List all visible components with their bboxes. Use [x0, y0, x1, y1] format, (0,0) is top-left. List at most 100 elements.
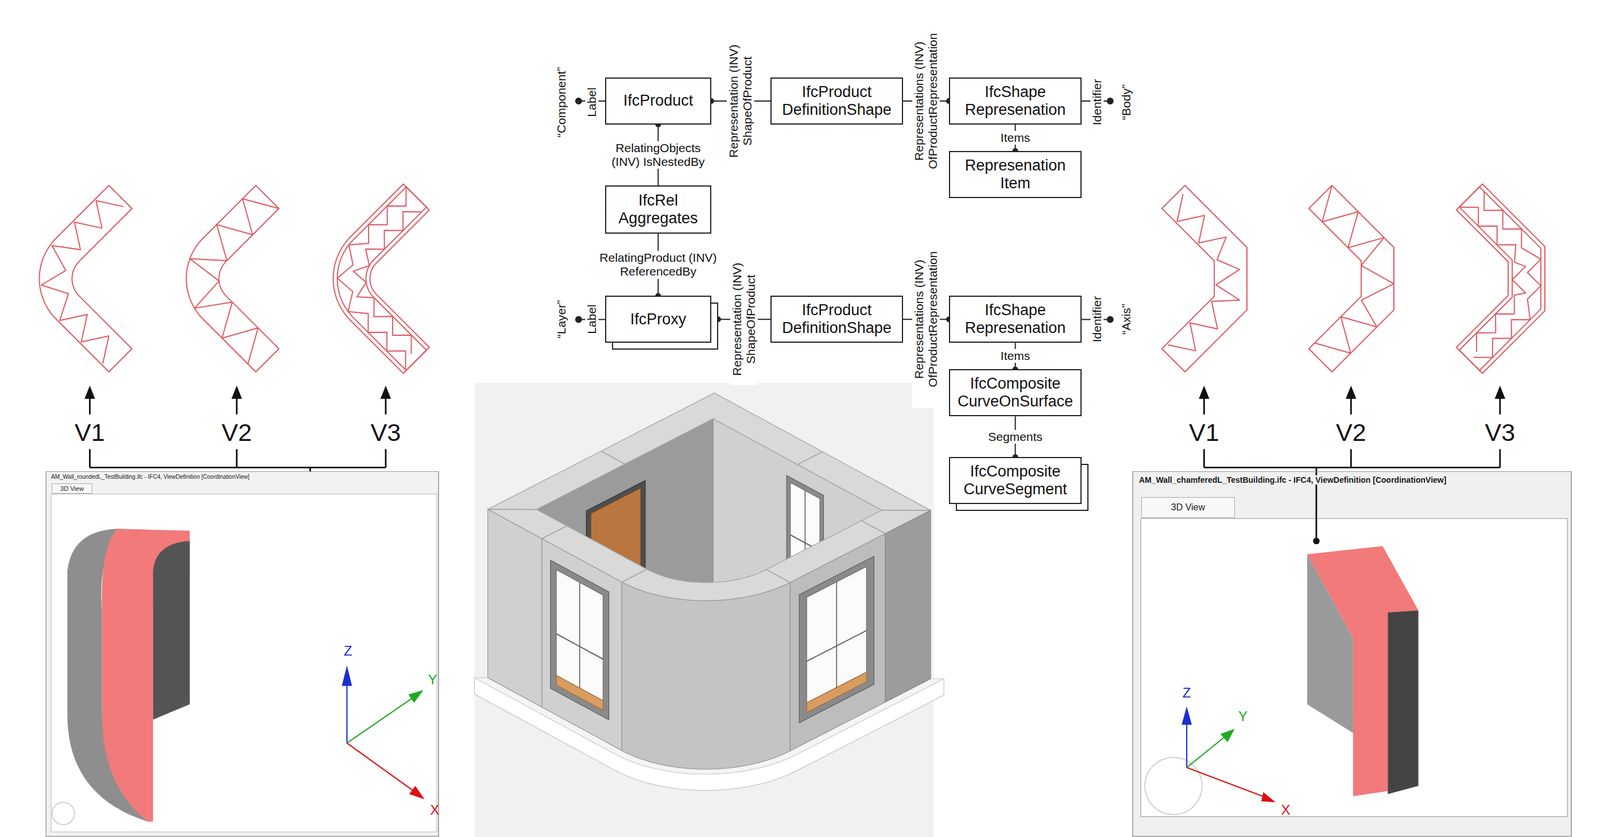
variant-label: V2: [1334, 419, 1368, 447]
viewport: [51, 494, 437, 833]
bracket-line: [1498, 448, 1501, 468]
outer-wall-curved: [621, 582, 790, 770]
nav-cube: [1144, 757, 1203, 815]
edge-label: Representations (INV) OfProductRepresent…: [912, 230, 940, 409]
window-mullion: [835, 582, 838, 688]
variant-label: V1: [73, 419, 107, 447]
panel-seam: [541, 525, 567, 539]
viewer-window: AM_Wall_roundedL_TestBuilding.ifc - IFC4…: [45, 471, 439, 837]
edge-label: Items: [981, 130, 1051, 145]
panel-seam: [541, 538, 542, 707]
class-box: IfcProduct: [605, 77, 712, 125]
bracket-line: [1350, 448, 1352, 468]
toolpath-contour: [1459, 187, 1541, 371]
axis-triad: [341, 665, 425, 800]
variant-label: V1: [1187, 419, 1221, 447]
attribute-label: Label: [585, 86, 599, 118]
wall-face: [101, 528, 190, 822]
toolpath: [332, 184, 429, 374]
view-tab: 3D View: [51, 483, 93, 494]
toolpath-contour: [336, 187, 426, 371]
class-box: IfcComposite CurveSegment: [948, 456, 1082, 505]
window-sill: [806, 672, 867, 713]
toolpath-infill: [353, 211, 422, 355]
axis-label: Z: [342, 643, 354, 659]
class-name: IfcComposite CurveOnSurface: [954, 374, 1076, 411]
panel-seam: [621, 569, 647, 583]
panel-seam: [797, 451, 823, 465]
toolpath-contour: [332, 184, 429, 374]
class-name: IfcProduct DefinitionShape: [776, 83, 898, 119]
toolpath: [1308, 185, 1394, 373]
bracket-line: [235, 448, 238, 468]
edge-label: Representation (INV) ShapeOfProduct: [730, 253, 758, 386]
variant-label: V3: [1484, 419, 1517, 447]
toolpath-patterns: [39, 184, 1545, 374]
edge-label: Representations (INV) OfProductRepresent…: [912, 12, 940, 191]
toolpath-contour: [39, 185, 133, 373]
leader-dot: [1107, 98, 1114, 104]
window-frame: [45, 471, 439, 837]
axis-label: X: [428, 802, 441, 818]
attribute-label: Identifier: [1090, 295, 1104, 344]
class-box: IfcComposite CurveOnSurface: [948, 369, 1082, 417]
toolpath: [39, 185, 133, 373]
toolpath-infill: [337, 187, 407, 371]
toolpath-infill: [1168, 194, 1241, 351]
bracket-line: [384, 448, 387, 468]
class-name: IfcRel Aggregates: [610, 191, 706, 228]
toolpath-contour: [186, 185, 279, 373]
class-box: IfcShape Represenation: [948, 295, 1082, 343]
class-name: IfcProxy: [630, 310, 687, 329]
connector-dot: [715, 316, 722, 323]
class-box: IfcProxy: [605, 295, 712, 343]
axis-label: Y: [427, 672, 439, 688]
panel-seam: [766, 569, 790, 583]
class-name: IfcShape Represenation: [954, 83, 1076, 119]
toolpath: [1161, 185, 1247, 373]
edge-label: RelatingProduct (INV) ReferencedBy: [599, 250, 718, 279]
arrow-head: [1199, 388, 1208, 399]
viewport: [1140, 518, 1568, 817]
outer-wall: [487, 509, 623, 751]
bracket-line: [89, 466, 386, 469]
toolpath: [186, 185, 279, 373]
arrow-head: [232, 388, 241, 399]
leader-dot: [1107, 316, 1114, 323]
attribute-label: Identifier: [1090, 77, 1104, 127]
toolpath-infill: [41, 200, 124, 364]
outer-wall: [789, 533, 886, 752]
edge-label: Items: [981, 349, 1051, 363]
class-box: IfcRel Aggregates: [605, 185, 712, 234]
class-box: IfcShape Represenation: [948, 77, 1082, 125]
edge-label: RelatingObjects (INV) IsNestedBy: [600, 141, 716, 169]
edge-label: Representation (INV) ShapeOfProduct: [726, 35, 755, 168]
attribute-label: “Axis”: [1120, 302, 1134, 336]
panel-seam: [601, 451, 625, 464]
viewer-right: [1132, 467, 1572, 837]
view-tab: 3D View: [1141, 497, 1235, 518]
class-name: IfcProduct DefinitionShape: [776, 301, 898, 337]
panel-seam: [861, 520, 886, 534]
panel-seam: [881, 509, 931, 511]
leader-dot: [575, 98, 582, 104]
class-box: IfcProduct DefinitionShape: [770, 77, 904, 125]
toolpath-infill: [1314, 185, 1394, 354]
toolpath: [1456, 184, 1545, 374]
toolpath-infill: [1473, 191, 1541, 358]
arrow-head: [85, 388, 94, 399]
window-frame: [550, 560, 610, 720]
variant-label: V3: [369, 419, 403, 447]
window-sill: [556, 675, 603, 711]
arrow-head: [1346, 388, 1355, 399]
bracket-line: [1203, 466, 1500, 469]
toolpath-infill: [190, 198, 280, 364]
axis-label: Z: [1181, 685, 1193, 701]
toolpath-contour: [1161, 185, 1247, 373]
window-frame: [1132, 471, 1572, 837]
attribute-label: “Body”: [1120, 83, 1134, 122]
attribute-label: Label: [585, 303, 599, 336]
wall-face: [153, 540, 191, 720]
window-title: AM_Wall_chamferedL_TestBuilding.ifc - IF…: [1137, 475, 1448, 485]
